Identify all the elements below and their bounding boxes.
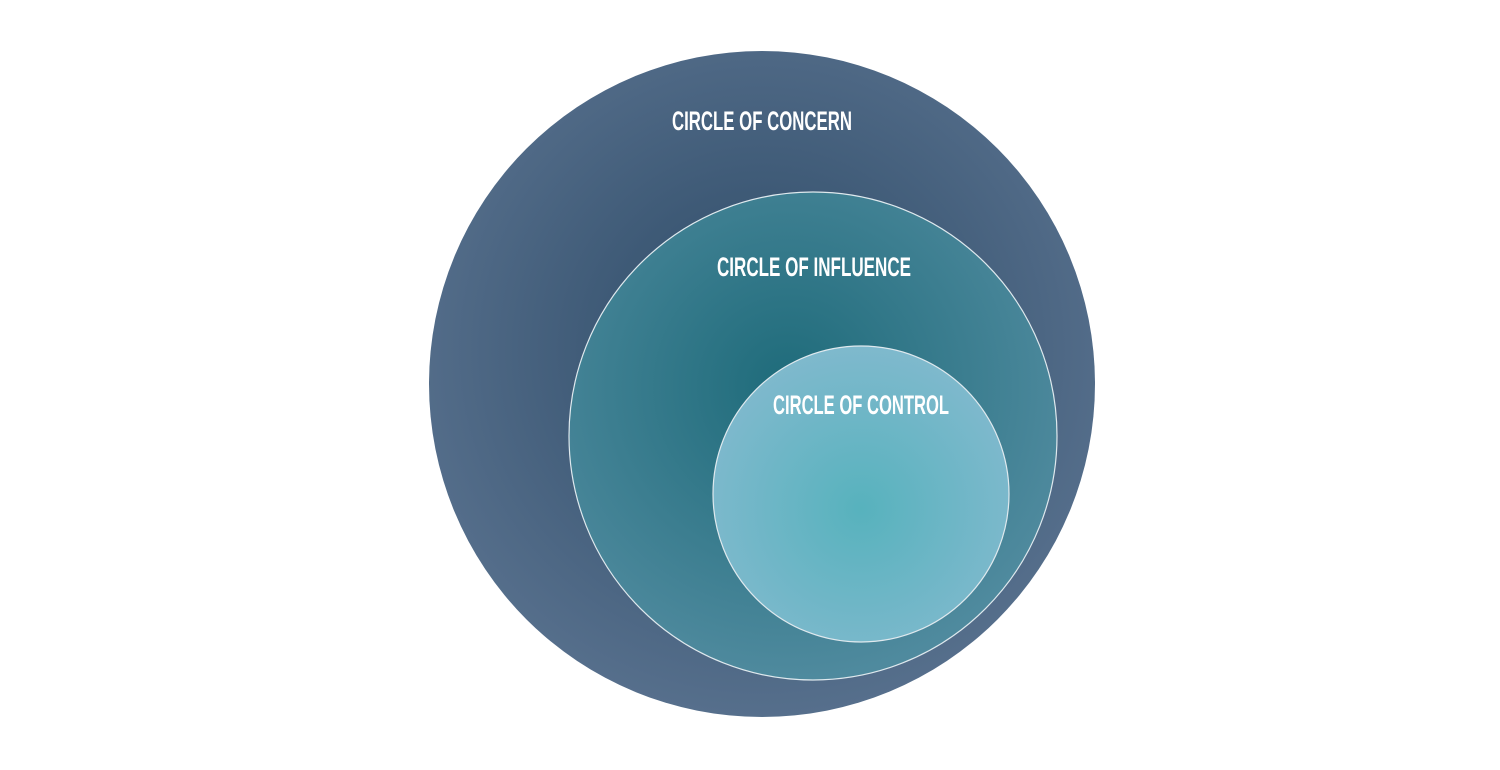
label-circle-of-influence: CIRCLE OF INFLUENCE <box>717 252 911 282</box>
label-circle-of-concern: CIRCLE OF CONCERN <box>672 106 852 136</box>
circle-of-control <box>712 345 1010 643</box>
label-circle-of-control: CIRCLE OF CONTROL <box>773 390 949 420</box>
